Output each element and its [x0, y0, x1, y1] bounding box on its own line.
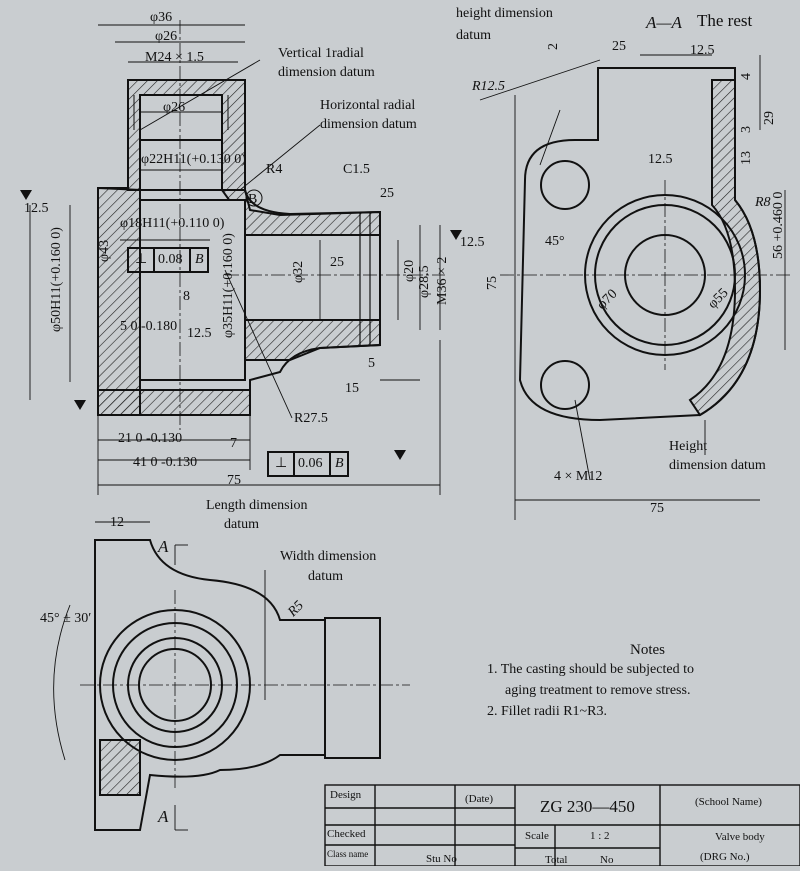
dim-m24: M24 × 1.5: [145, 50, 204, 65]
body-outline: [97, 79, 381, 416]
section-mark-a-bottom: A: [158, 807, 169, 826]
tb-design: Design: [330, 789, 362, 801]
dim-r8: R8: [755, 195, 771, 210]
dim-25-roughness-2: 25: [380, 186, 394, 201]
tb-stu-no: Stu No: [426, 853, 457, 865]
dim-phi22: φ22H11(+0.130 0): [141, 152, 246, 167]
dim-25-roughness: 25: [330, 255, 344, 270]
dim-r275: R27.5: [294, 411, 328, 426]
front-section-view: [20, 20, 601, 495]
dim-3: 3: [739, 126, 754, 133]
dim-phi36: φ36: [150, 10, 173, 25]
length-datum-label-2: datum: [224, 517, 259, 532]
dim-phi20: φ20: [402, 259, 417, 282]
dim-4xm12: 4 × M12: [554, 469, 603, 484]
tb-part-name: Valve body: [715, 831, 765, 843]
note-1-line-1: 1. The casting should be subjected to: [487, 662, 694, 677]
top-view: [53, 521, 410, 831]
vertical-radial-datum-label-2: dimension datum: [278, 65, 375, 80]
height-datum-label-right: Height: [669, 439, 708, 454]
dim-12: 12: [110, 515, 124, 530]
dim-8: 8: [183, 289, 190, 304]
dim-29: 29: [762, 111, 777, 125]
inner-bore: [139, 139, 223, 191]
dim-m36: M36 × 2: [435, 256, 450, 305]
dim-75-aa-vertical: 75: [485, 276, 500, 290]
tol-frame-1-value: 0.08: [158, 252, 183, 267]
height-datum-label-top-2: datum: [456, 28, 491, 43]
vertical-radial-datum-label: Vertical 1radial: [278, 46, 364, 61]
dim-phi35: φ35H11(+0.160 0): [221, 233, 236, 338]
tb-no: No: [600, 854, 614, 866]
tol-frame-2-datum: B: [335, 456, 344, 471]
tb-scale-value: 1 : 2: [590, 830, 610, 842]
horizontal-radial-datum-label-2: dimension datum: [320, 117, 417, 132]
dim-phi26-top: φ26: [155, 29, 178, 44]
height-datum-label-top: height dimension: [456, 6, 553, 21]
dim-phi285: φ28.5: [417, 265, 432, 298]
dim-45deg-30: 45° ± 30′: [40, 611, 92, 626]
section-mark-a-top: A: [158, 537, 169, 556]
dim-125-right: 12.5: [460, 235, 485, 250]
tb-drg-no: (DRG No.): [700, 851, 750, 863]
dim-c15: C1.5: [343, 162, 370, 177]
dim-125-aa-top: 12.5: [690, 43, 715, 58]
tol-frame-2-symbol: ⊥: [275, 456, 288, 471]
dim-13: 13: [739, 151, 754, 165]
dim-phi18: φ18H11(+0.110 0): [120, 216, 225, 231]
tol-frame-1-datum: B: [195, 252, 204, 267]
tb-scale-label: Scale: [525, 830, 549, 842]
dim-56: 56 +0.460 0: [771, 191, 786, 259]
dim-15: 15: [345, 381, 359, 396]
tb-date: (Date): [465, 793, 494, 805]
central-bore: [139, 199, 246, 381]
dim-r4: R4: [266, 162, 283, 177]
dim-125-left: 12.5: [24, 201, 49, 216]
dim-phi50: φ50H11(+0.160 0): [49, 227, 64, 332]
dim-2: 2: [546, 43, 561, 50]
length-datum-label: Length dimension: [206, 498, 308, 513]
dim-phi32: φ32: [291, 260, 306, 283]
horizontal-radial-datum-label: Horizontal radial: [320, 98, 416, 113]
dim-5-right: 5: [368, 356, 375, 371]
dim-phi26: φ26: [163, 100, 186, 115]
dim-7: 7: [230, 436, 237, 451]
height-datum-label-right-2: dimension datum: [669, 458, 766, 473]
dim-5: 5 0 -0.180: [120, 319, 178, 334]
dim-21: 21 0 -0.130: [118, 431, 183, 446]
tb-school-name: (School Name): [695, 796, 762, 808]
mark-b: B: [248, 192, 258, 207]
dim-phi43: φ43: [97, 239, 112, 262]
tb-checked: Checked: [327, 828, 366, 840]
hatched-bottom-flange: [97, 389, 251, 416]
width-datum-label-2: datum: [308, 569, 343, 584]
tol-frame-2-value: 0.06: [298, 456, 323, 471]
section-a-a-view: [500, 54, 790, 520]
dim-r125: R12.5: [472, 79, 506, 94]
section-aa-title: A—A: [646, 13, 682, 32]
dim-125-aa: 12.5: [648, 152, 673, 167]
dim-25-aa: 25: [612, 39, 626, 54]
note-2: 2. Fillet radii R1~R3.: [487, 704, 607, 719]
dim-41: 41 0 -0.130: [133, 455, 198, 470]
dim-4: 4: [739, 73, 754, 80]
note-1-line-2: aging treatment to remove stress.: [505, 683, 691, 698]
dim-45deg: 45°: [545, 234, 565, 249]
roughness-rest-label: The rest: [697, 11, 753, 30]
dim-75-aa: 75: [650, 501, 664, 516]
tb-material: ZG 230—450: [540, 797, 635, 816]
dim-75-front: 75: [227, 473, 241, 488]
tol-frame-1-symbol: ⊥: [135, 252, 148, 267]
notes-title: Notes: [630, 642, 665, 658]
dim-125-mid: 12.5: [187, 326, 212, 341]
width-datum-label: Width dimension: [280, 549, 377, 564]
tb-total: Total: [545, 854, 568, 866]
tb-class-name: Class name: [327, 849, 369, 859]
